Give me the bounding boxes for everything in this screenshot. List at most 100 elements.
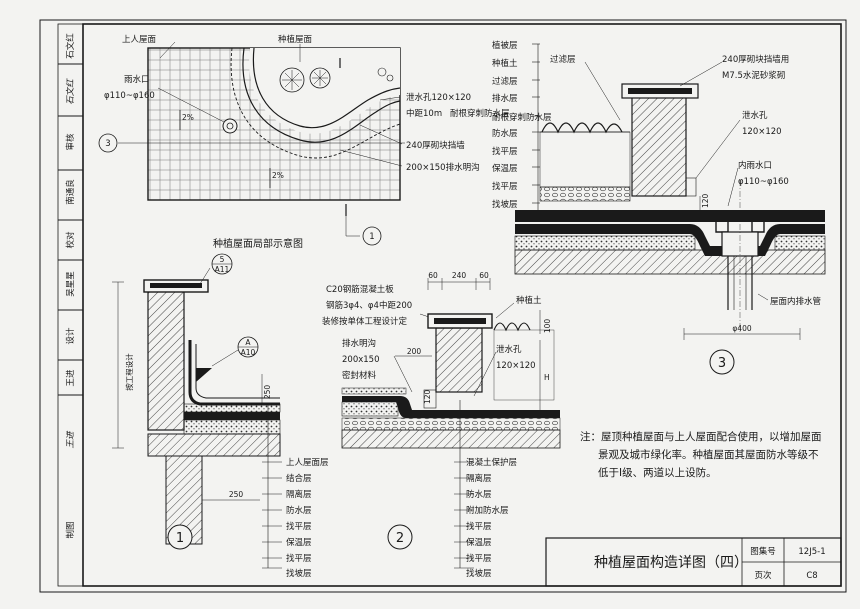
detail2-layer: 防水层	[466, 489, 492, 500]
detail3-layer: 过滤层	[492, 76, 518, 87]
detail3-layer: 找坡层	[492, 199, 518, 210]
detail2-slab-1: C20钢筋混凝土板	[326, 284, 394, 295]
sig-row6-role: 设计	[65, 327, 76, 345]
sig-row1-signature: 石文红	[65, 78, 76, 105]
detail3-pipe-label: 屋面内排水管	[770, 296, 821, 307]
sig-row7-signature: 王进	[66, 430, 76, 449]
plan-label-planted-roof: 种植屋面	[278, 34, 313, 45]
plan-drain-channel	[230, 47, 401, 159]
detail3-layer: 找平层	[492, 146, 518, 157]
plan-label-upper-roof: 上人屋面	[122, 35, 157, 45]
detail3-slab	[514, 249, 826, 275]
detail3-weep-label-2: 120×120	[742, 127, 782, 137]
plan-view: 2% 2% 3 1 上人屋面 种植屋面 雨水口 φ110~φ160 泄水孔120…	[98, 34, 510, 250]
detail3-number-bubble	[709, 349, 735, 375]
detail2-layer: 隔离层	[466, 473, 492, 484]
detail2-layer: 找坡层	[466, 568, 492, 579]
notes: 注：屋顶种植屋面与上人屋面配合使用，以增加屋面 景观及城市绿化率。种植屋面其屋面…	[580, 430, 822, 479]
detail1-layer: 隔离层	[286, 489, 312, 500]
detail1-layer: 找坡层	[286, 568, 312, 579]
tree-symbol	[279, 67, 305, 93]
detail2-weep-2: 120×120	[496, 361, 536, 371]
outer-frame	[39, 19, 847, 593]
detail3-inner-drain-2: φ110~φ160	[738, 177, 789, 187]
detail2-grass	[493, 322, 531, 332]
detail2-dim-h: H	[544, 373, 550, 382]
detail3-dim-120: 120	[701, 193, 710, 208]
detail2-dim-120: 120	[423, 389, 432, 404]
sig-row2-role: 审核	[65, 133, 76, 151]
detail2-weep-1: 泄水孔	[496, 344, 522, 355]
detail2-block-wall	[435, 327, 483, 393]
sig-row7-name: 王进	[66, 369, 76, 387]
detail3-layer: 找平层	[492, 181, 518, 192]
detail3-layer: 排水层	[492, 93, 518, 104]
detail2-number: 2	[396, 531, 404, 546]
detail1-dim-250-b: 250	[229, 490, 244, 499]
sig-row1-role: 石文红	[65, 33, 76, 59]
detail3-wall-label-2: M7.5水泥砂浆砌	[722, 70, 785, 81]
plan-title: 种植屋面局部示意图	[213, 237, 303, 250]
detail1-slab	[147, 433, 281, 457]
detail3-waterproof	[515, 210, 825, 222]
detail1-parapet	[147, 289, 185, 431]
plan-label-weep-hole: 泄水孔120×120	[406, 92, 471, 103]
atlas-label: 图集号	[750, 546, 776, 557]
plan-label-drain-channel: 200×150排水明沟	[406, 162, 480, 173]
plan-curve-outer	[242, 47, 401, 143]
detail2-layer: 找平层	[466, 521, 492, 532]
detail2-layer: 附加防水层	[466, 505, 509, 516]
drain-outlet-symbol	[222, 118, 238, 134]
plan-axis-1: 1	[369, 232, 374, 242]
detail2-layer: 找平层	[466, 553, 492, 564]
detail2-dim-60a: 60	[428, 271, 438, 280]
detail-2: 60 240 60 C20钢筋混凝土板 钢筋3φ4、φ4中距200 装修按单体工…	[322, 271, 561, 579]
axis-bubble-1	[362, 226, 382, 246]
note-line-2: 景观及城市绿化率。种植屋面其屋面防水等级不	[598, 448, 819, 461]
detail2-slab-3: 装修按单体工程设计定	[322, 316, 408, 327]
plan-label-weep-spacing: 中距10m	[406, 108, 442, 119]
plan-slope-a: 2%	[182, 113, 194, 122]
plan-label-drain-outlet: 雨水口	[124, 74, 150, 85]
sig-row4-role: 校对	[65, 231, 76, 249]
detail2-slab	[341, 429, 561, 449]
detail2-layer: 混凝土保护层	[466, 457, 517, 468]
atlas-value: 12J5-1	[798, 547, 825, 557]
plan-axis-3: 3	[105, 139, 110, 149]
detail3-number: 3	[718, 356, 726, 371]
detail2-sealant: 密封材料	[342, 370, 377, 381]
page-value: C8	[806, 571, 817, 581]
note-line-3: 低于Ⅰ级、两道以上设防。	[598, 466, 717, 479]
detail1-callout-mid-ref: A10	[241, 348, 256, 357]
tree-symbol	[309, 67, 331, 89]
signature-strip: 石文红 石文红 审核 南通良 校对 吴星星 设计 王进 王进 制图	[57, 23, 84, 587]
title-block: 种植屋面构造详图（四） 图集号 12J5-1 页次 C8	[545, 537, 842, 587]
detail3-layer: 植被层	[492, 40, 518, 51]
detail3-layer: 保温层	[492, 163, 518, 174]
detail3-inner-drain-1: 内雨水口	[738, 160, 772, 171]
detail1-vertical-note: 按工程设计	[124, 353, 134, 391]
detail1-callout-mid-letter: A	[245, 338, 251, 347]
detail1-layer: 上人屋面层	[286, 458, 329, 468]
detail1-layer: 保温层	[286, 537, 312, 548]
detail2-slab-2: 钢筋3φ4、φ4中距200	[326, 300, 412, 311]
detail-3: 植被层 种植土 过滤层 排水层 耐根穿刺防水层 防水层 找平层 保温层 找平层 …	[492, 40, 826, 375]
detail2-dim-200: 200	[407, 347, 422, 356]
detail2-membrane	[342, 396, 560, 418]
detail1-callout-top-number: 5	[220, 255, 225, 264]
detail3-dim-400: φ400	[732, 324, 751, 333]
detail3-wall-label-1: 240厚砌块挡墙用	[722, 54, 789, 65]
drawing-title: 种植屋面构造详图（四）	[594, 555, 748, 571]
detail2-soil: 种植土	[516, 295, 542, 306]
detail2-dim-100: 100	[543, 319, 552, 334]
detail3-layer-labels: 植被层 种植土 过滤层 排水层 耐根穿刺防水层 防水层 找平层 保温层 找平层 …	[492, 40, 552, 220]
page-label: 页次	[754, 570, 772, 581]
detail3-block-wall	[631, 95, 687, 197]
detail1-layer: 结合层	[286, 473, 312, 484]
plan-label-block-wall: 240厚砌块挡墙	[406, 140, 465, 151]
detail1-callout-top-ref: A11	[215, 265, 230, 274]
plan-slope-b: 2%	[272, 171, 284, 180]
detail1-number-bubble	[167, 524, 193, 550]
detail3-grass	[541, 122, 623, 134]
detail2-layer: 保温层	[466, 537, 492, 548]
